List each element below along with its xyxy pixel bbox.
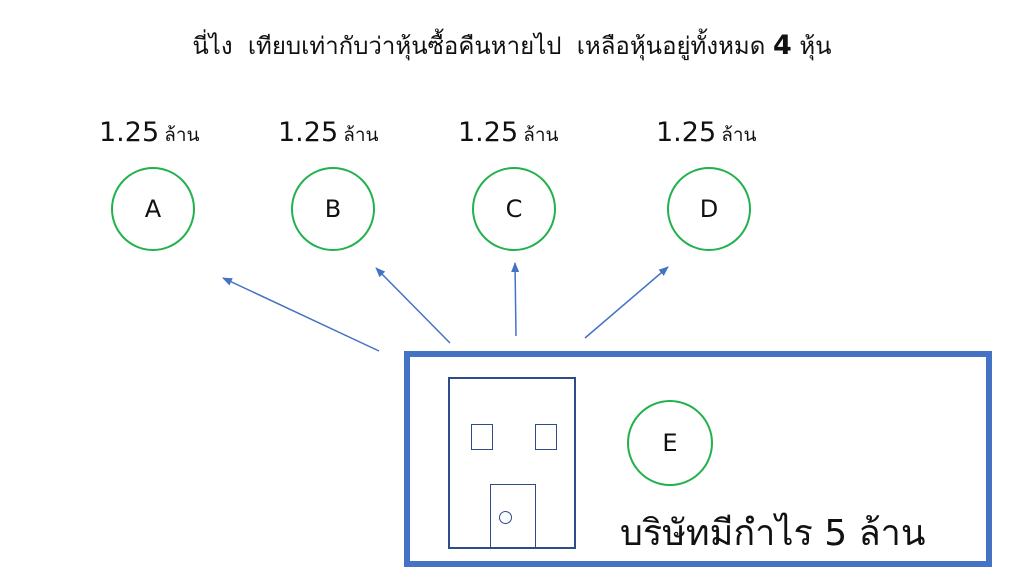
- building-window-right: [535, 424, 557, 450]
- arrow-to-a: [222, 277, 380, 352]
- amount-value: 1.25: [278, 117, 339, 148]
- amount-unit: ล้าน: [343, 124, 379, 146]
- amount-value: 1.25: [99, 117, 160, 148]
- shareholder-node-a: A: [111, 167, 195, 251]
- building-door: [490, 484, 536, 549]
- headline-share-count: 4: [772, 30, 792, 61]
- node-label: B: [324, 195, 342, 223]
- company-node-e: E: [627, 400, 713, 486]
- amount-unit: ล้าน: [721, 124, 757, 146]
- amount-label-d: 1.25 ล้าน: [656, 117, 757, 150]
- arrow-to-b: [375, 267, 451, 344]
- shareholder-node-d: D: [667, 167, 751, 251]
- amount-label-a: 1.25 ล้าน: [99, 117, 200, 150]
- amount-value: 1.25: [458, 117, 519, 148]
- node-label: C: [505, 195, 523, 223]
- amount-label-c: 1.25 ล้าน: [458, 117, 559, 150]
- arrow-to-c: [511, 262, 520, 337]
- node-label: E: [662, 429, 678, 457]
- amount-value: 1.25: [656, 117, 717, 148]
- headline-unit: หุ้น: [791, 32, 832, 60]
- shareholder-node-b: B: [291, 167, 375, 251]
- building-window-left: [471, 424, 493, 450]
- headline: นี่ไง เทียบเท่ากับว่าหุ้นซื้อคืนหายไป เห…: [0, 26, 1024, 65]
- headline-text: นี่ไง เทียบเท่ากับว่าหุ้นซื้อคืนหายไป เห…: [192, 32, 773, 60]
- node-label: A: [144, 195, 162, 223]
- door-knob: [499, 511, 512, 524]
- node-label: D: [699, 195, 719, 223]
- amount-label-b: 1.25 ล้าน: [278, 117, 379, 150]
- company-profit-text: บริษัทมีกำไร 5 ล้าน: [620, 513, 926, 554]
- arrow-to-d: [584, 266, 669, 339]
- shareholder-node-c: C: [472, 167, 556, 251]
- company-box: [404, 351, 992, 567]
- amount-unit: ล้าน: [164, 124, 200, 146]
- amount-unit: ล้าน: [523, 124, 559, 146]
